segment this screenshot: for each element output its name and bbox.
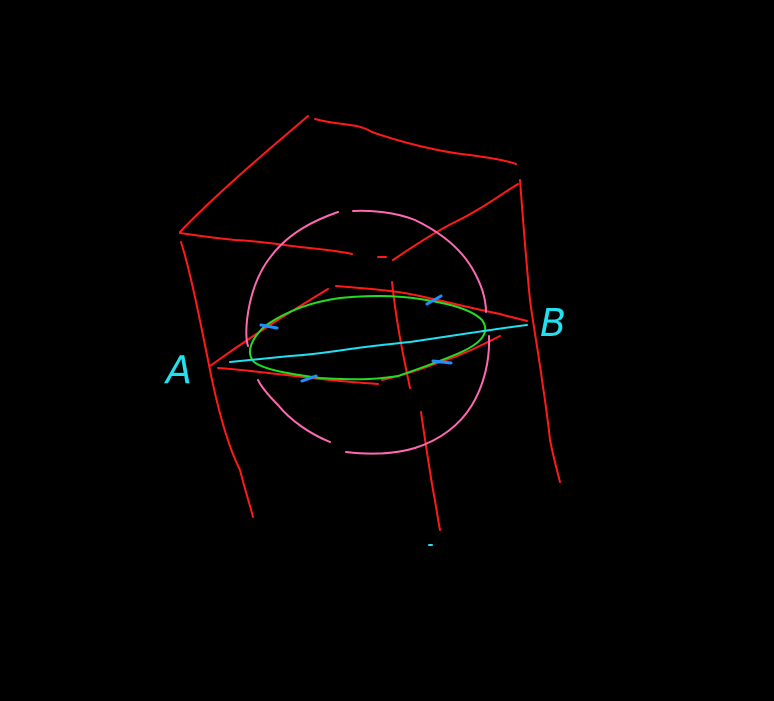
box-back-vertical — [391, 281, 411, 389]
box-middle-left-diag — [209, 288, 329, 367]
equator-ellipse — [249, 294, 487, 381]
sphere-outline — [245, 209, 491, 455]
box-back-vertical-lower — [420, 411, 441, 531]
box-right-front-vertical — [519, 179, 561, 483]
ellipse-ticks — [259, 294, 453, 383]
tick-right-lower — [431, 359, 453, 365]
box-top-front-edge — [179, 232, 353, 255]
box-wireframe — [179, 115, 561, 531]
box-middle-front-edge — [217, 367, 379, 385]
tick-left-lower — [300, 374, 318, 383]
box-left-front-vertical — [180, 241, 254, 518]
box-middle-back-edge — [335, 285, 528, 322]
sphere-lower-left-arc — [257, 379, 331, 443]
tick-right-upper — [425, 294, 443, 306]
point-b-label: B — [540, 301, 566, 345]
sphere-lower-right-arc — [345, 335, 491, 455]
box-top-back-edge — [314, 118, 517, 165]
point-a-label: A — [163, 348, 192, 392]
tick-left-upper — [259, 323, 279, 330]
box-top-right-edge — [392, 183, 519, 261]
box-top-left-edge — [179, 115, 309, 233]
sphere-upper-arc — [245, 211, 339, 347]
line-a-to-b — [229, 324, 528, 363]
sphere-top-arc — [352, 209, 487, 313]
